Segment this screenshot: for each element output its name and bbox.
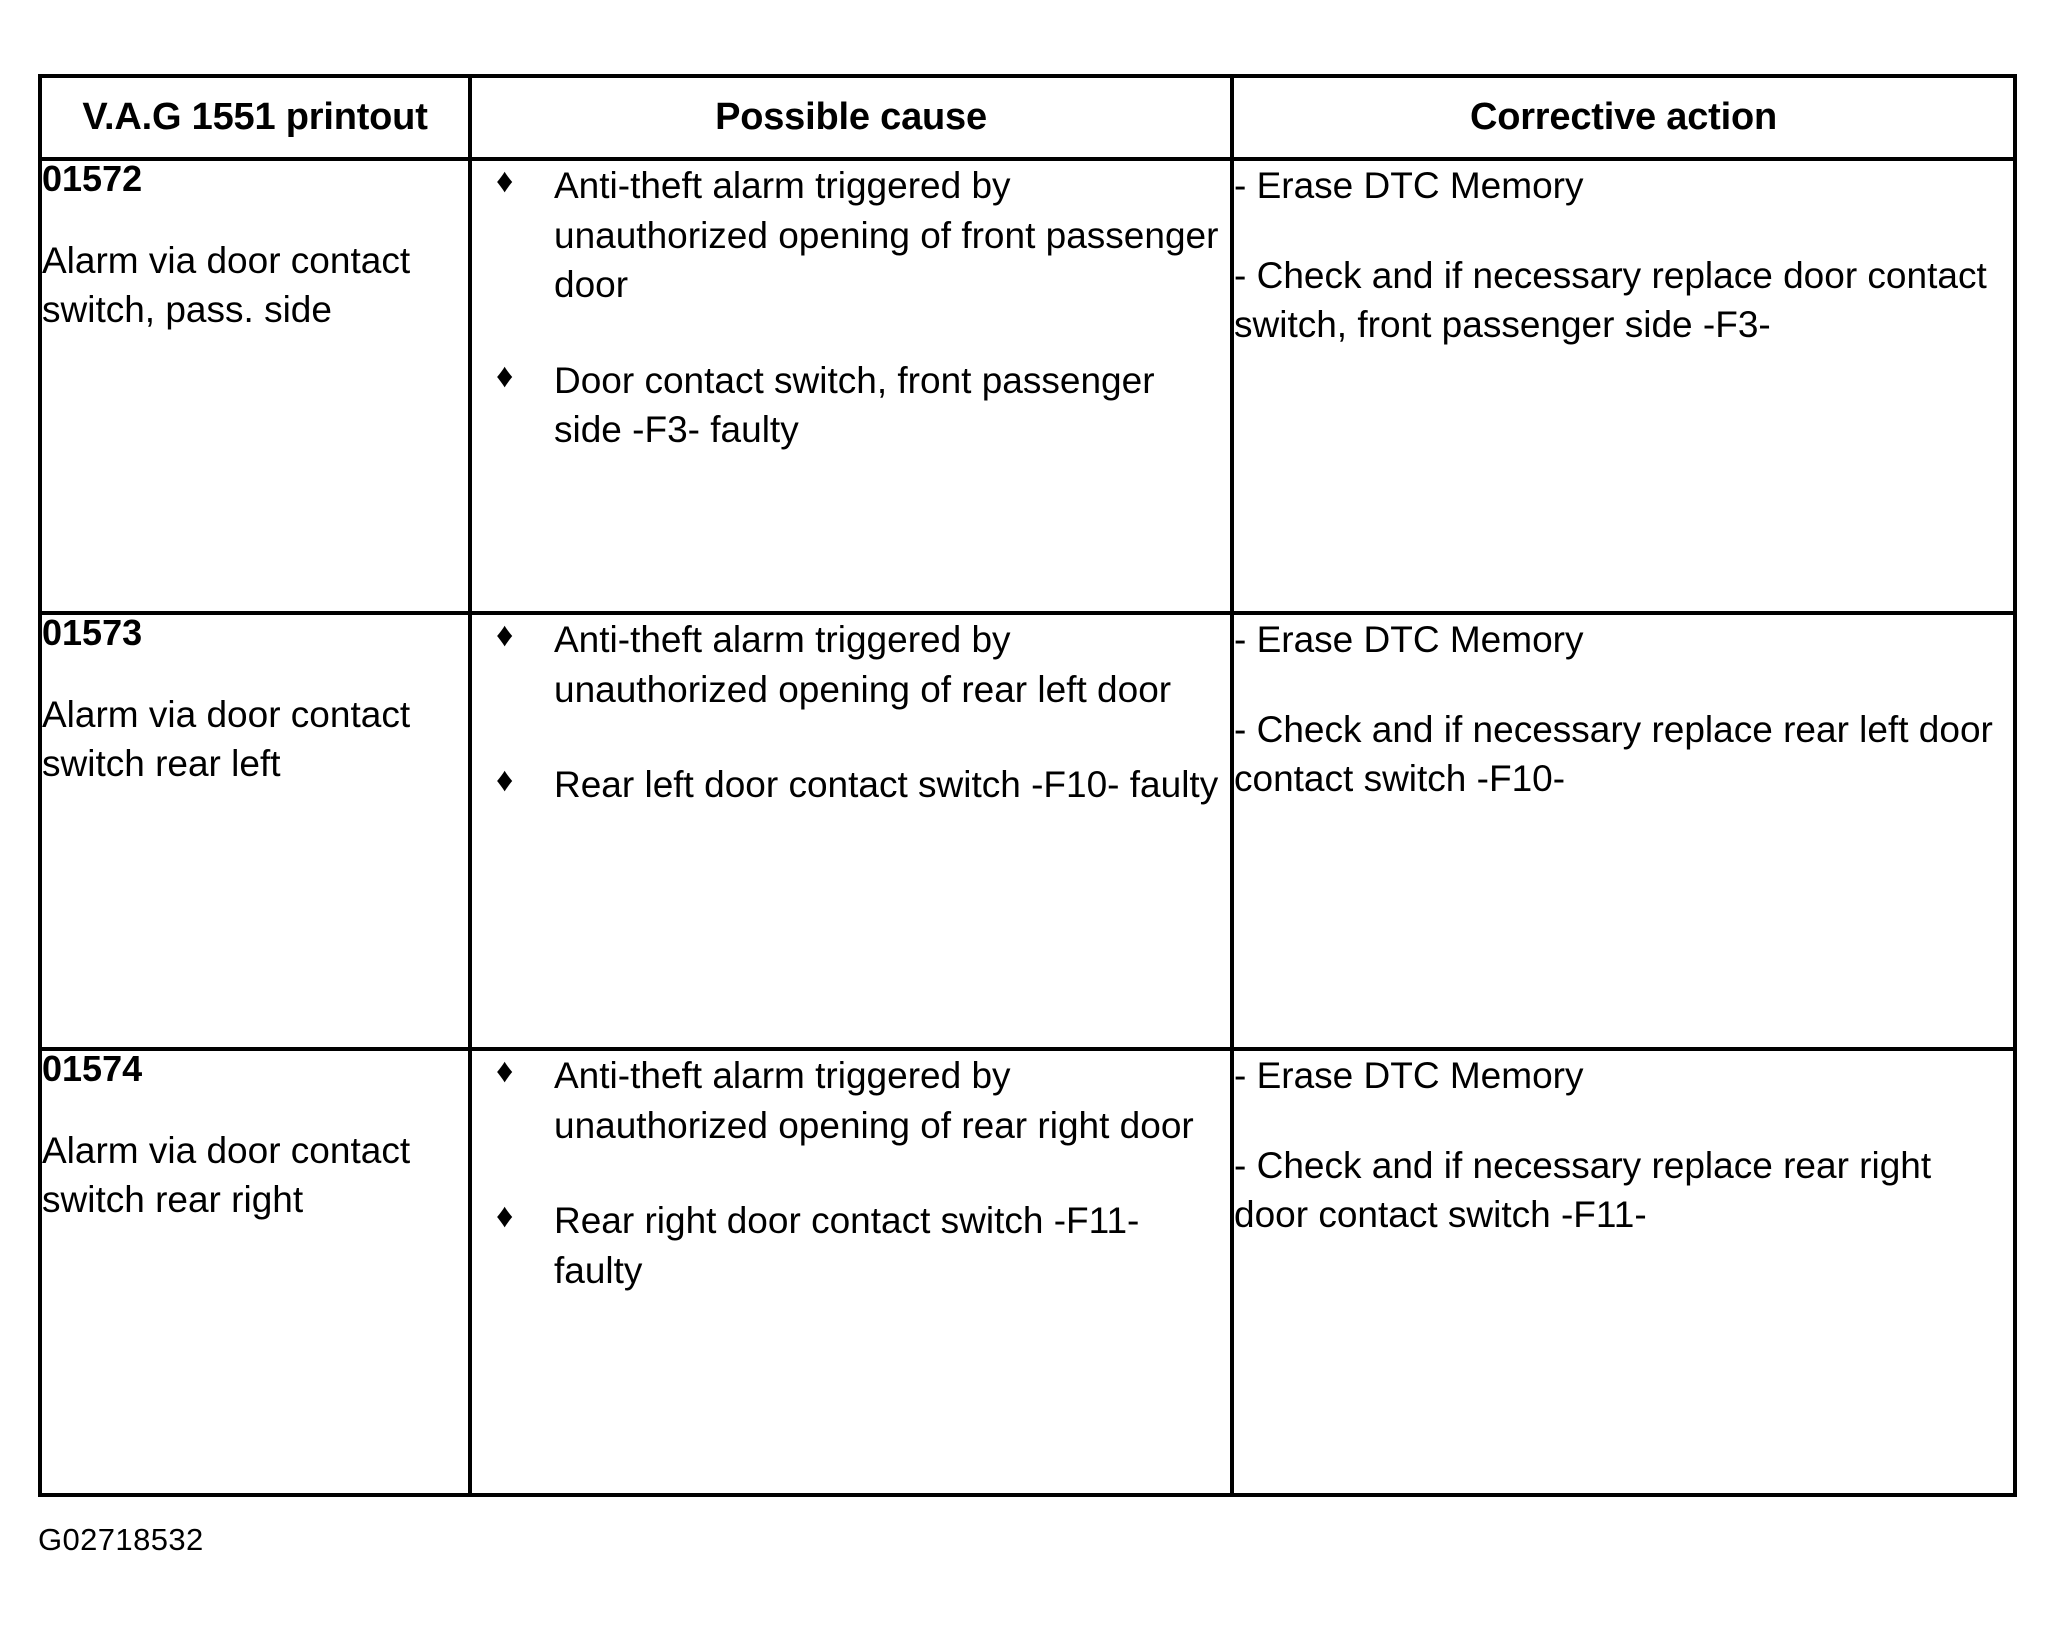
corrective-action-cell: - Erase DTC Memory - Check and if necess… (1230, 611, 2017, 1051)
dtc-code-number: 01573 (42, 612, 143, 653)
corrective-action-line: - Check and if necessary replace door co… (1234, 254, 1987, 346)
corrective-action-cell: - Erase DTC Memory - Check and if necess… (1230, 1047, 2017, 1497)
table-row: 01572 Alarm via door contact switch, pas… (38, 157, 2017, 615)
column-header-action-label: Corrective action (1469, 96, 1778, 138)
list-item-text: Anti-theft alarm triggered by unauthoriz… (554, 165, 1219, 306)
corrective-action-cell: - Erase DTC Memory - Check and if necess… (1230, 157, 2017, 615)
table-body: 01572 Alarm via door contact switch, pas… (38, 157, 2017, 1497)
dtc-code-number: 01572 (42, 158, 143, 199)
column-header-cause: Possible cause (468, 74, 1234, 161)
dtc-code-cell: 01573 Alarm via door contact switch rear… (38, 611, 472, 1051)
list-item: ♦ Anti-theft alarm triggered by unauthor… (496, 161, 1230, 310)
dtc-fault-table: V.A.G 1551 printout Possible cause Corre… (38, 74, 2017, 1497)
list-item-text: Door contact switch, front passenger sid… (554, 359, 1155, 451)
diamond-bullet-icon: ♦ (496, 1197, 514, 1236)
corrective-action-line: - Erase DTC Memory (1234, 1055, 1584, 1096)
dtc-code-description: Alarm via door contact switch, pass. sid… (42, 240, 411, 330)
dtc-code-cell: 01572 Alarm via door contact switch, pas… (38, 157, 472, 615)
corrective-action-line: - Erase DTC Memory (1234, 165, 1584, 206)
diamond-bullet-icon: ♦ (496, 162, 514, 200)
dtc-code-description: Alarm via door contact switch rear right (42, 1130, 411, 1220)
possible-cause-cell: ♦ Anti-theft alarm triggered by unauthor… (468, 611, 1234, 1051)
table-row: 01574 Alarm via door contact switch rear… (38, 1047, 2017, 1497)
diamond-bullet-icon: ♦ (496, 1052, 514, 1090)
column-header-action: Corrective action (1230, 74, 2017, 161)
dtc-code-number: 01574 (42, 1048, 143, 1089)
list-item-text: Anti-theft alarm triggered by unauthoriz… (554, 1055, 1194, 1146)
dtc-code-description: Alarm via door contact switch rear left (42, 694, 411, 784)
diamond-bullet-icon: ♦ (496, 356, 514, 395)
possible-cause-list: ♦ Anti-theft alarm triggered by unauthor… (472, 615, 1230, 810)
diamond-bullet-icon: ♦ (496, 616, 514, 654)
list-item-text: Anti-theft alarm triggered by unauthoriz… (554, 619, 1172, 710)
column-header-printout-label: V.A.G 1551 printout (82, 96, 428, 138)
corrective-action-line: - Check and if necessary replace rear ri… (1234, 1144, 1932, 1236)
possible-cause-list: ♦ Anti-theft alarm triggered by unauthor… (472, 161, 1230, 455)
table-row: 01573 Alarm via door contact switch rear… (38, 611, 2017, 1051)
column-header-printout: V.A.G 1551 printout (38, 74, 472, 161)
list-item: ♦ Anti-theft alarm triggered by unauthor… (496, 615, 1230, 714)
corrective-action-line: - Erase DTC Memory (1234, 619, 1584, 660)
dtc-code-cell: 01574 Alarm via door contact switch rear… (38, 1047, 472, 1497)
list-item-text: Rear right door contact switch -F11- fau… (554, 1200, 1140, 1291)
corrective-action-line: - Check and if necessary replace rear le… (1234, 708, 1993, 800)
table-header: V.A.G 1551 printout Possible cause Corre… (38, 74, 2017, 161)
table-header-row: V.A.G 1551 printout Possible cause Corre… (38, 74, 2017, 161)
column-header-cause-label: Possible cause (715, 96, 987, 138)
list-item: ♦ Rear left door contact switch -F10- fa… (496, 760, 1230, 810)
list-item-text: Rear left door contact switch -F10- faul… (554, 764, 1219, 806)
list-item: ♦ Door contact switch, front passenger s… (496, 356, 1230, 455)
possible-cause-cell: ♦ Anti-theft alarm triggered by unauthor… (468, 157, 1234, 615)
list-item: ♦ Rear right door contact switch -F11- f… (496, 1196, 1230, 1295)
diamond-bullet-icon: ♦ (496, 761, 514, 800)
possible-cause-list: ♦ Anti-theft alarm triggered by unauthor… (472, 1051, 1230, 1295)
possible-cause-cell: ♦ Anti-theft alarm triggered by unauthor… (468, 1047, 1234, 1497)
list-item: ♦ Anti-theft alarm triggered by unauthor… (496, 1051, 1230, 1150)
figure-id-caption: G02718532 (38, 1522, 204, 1557)
